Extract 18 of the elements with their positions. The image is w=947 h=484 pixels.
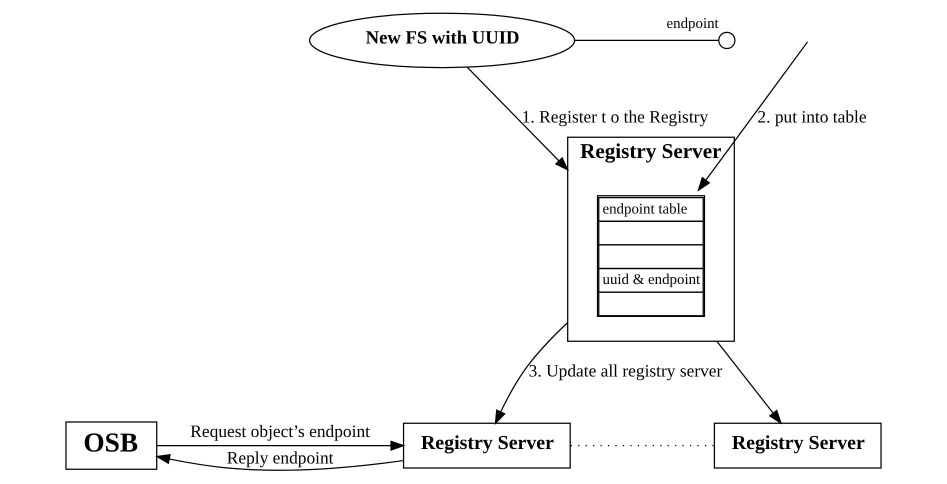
arrow <box>697 41 808 192</box>
node-box: Registry Server <box>714 422 882 469</box>
edge-label: Reply endpoint <box>226 447 334 468</box>
node-box: OSB <box>65 421 158 470</box>
arrow <box>466 66 569 172</box>
arrow <box>157 440 406 451</box>
edge-label: 1. Register t o the Registry <box>522 106 708 127</box>
node-box: Registry Server <box>402 422 571 469</box>
arrow <box>494 322 568 425</box>
edge-label: 3. Update all registry server <box>528 360 722 380</box>
connector <box>575 40 719 42</box>
edge-label: Request object’s endpoint <box>190 421 370 442</box>
arrow <box>716 340 782 425</box>
arrow <box>155 454 404 471</box>
node-label: endpoint <box>666 16 719 32</box>
node-circle <box>718 32 736 50</box>
edge-label: 2. put into table <box>757 106 867 127</box>
node-ellipse: New FS with UUID <box>309 12 576 68</box>
